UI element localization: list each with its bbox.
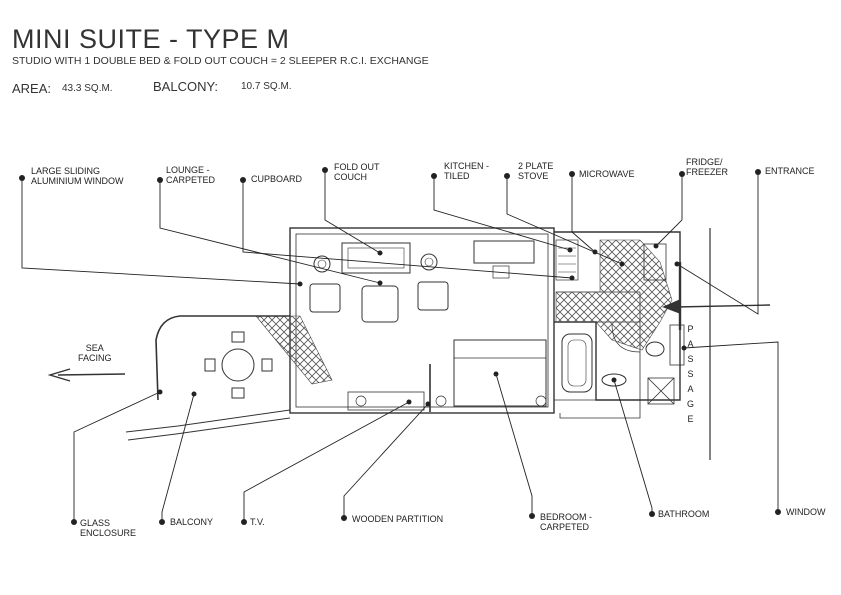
area-label: AREA: bbox=[12, 81, 52, 96]
armchair-right bbox=[417, 281, 449, 311]
toilet bbox=[645, 341, 665, 357]
label-window: WINDOW bbox=[786, 507, 826, 517]
balcony-chair-top bbox=[231, 331, 245, 343]
balcony-chair-left bbox=[204, 358, 216, 372]
suite-inner-wall bbox=[295, 233, 549, 408]
armchair-left bbox=[309, 283, 341, 313]
label-entrance: ENTRANCE bbox=[765, 166, 815, 176]
lamp-right bbox=[420, 253, 438, 271]
cupboard-shape bbox=[473, 240, 535, 264]
storage-box bbox=[647, 377, 675, 405]
balcony-chair-right bbox=[261, 358, 273, 372]
fold-out-couch-shape bbox=[341, 242, 411, 274]
balcony-chair-bottom bbox=[231, 387, 245, 399]
label-lounge: LOUNGE -CARPETED bbox=[166, 165, 216, 185]
sea-facing-arrow bbox=[57, 373, 126, 376]
leader-lines bbox=[21, 170, 779, 522]
tv-unit bbox=[347, 391, 425, 411]
label-wooden-partition: WOODEN PARTITION bbox=[352, 514, 444, 524]
lamp-left bbox=[313, 255, 331, 273]
glass-enclosure-shape bbox=[155, 315, 290, 401]
tiled-floor bbox=[255, 239, 673, 385]
entrance-arrow bbox=[675, 304, 771, 308]
label-tv: T.V. bbox=[250, 517, 265, 527]
lower-wall-strip bbox=[554, 399, 641, 419]
balcony-railing bbox=[125, 409, 291, 441]
side-window bbox=[669, 324, 685, 366]
unit-description: STUDIO WITH 1 DOUBLE BED & FOLD OUT COUC… bbox=[12, 55, 429, 67]
balcony-value: 10.7 SQ.M. bbox=[241, 81, 292, 92]
suite-outer-wall bbox=[289, 227, 555, 414]
page-title: MINI SUITE - TYPE M bbox=[12, 24, 290, 54]
coffee-table bbox=[361, 285, 399, 323]
label-balcony: BALCONY bbox=[170, 517, 214, 527]
callout-dots bbox=[19, 167, 781, 525]
balcony-label: BALCONY: bbox=[153, 79, 219, 94]
bathtub bbox=[561, 333, 593, 393]
balcony-table bbox=[221, 348, 255, 382]
label-bedroom: BEDROOM -CARPETED bbox=[540, 512, 593, 532]
stove-shape bbox=[555, 239, 579, 281]
label-bathroom: BATHROOM bbox=[658, 509, 710, 519]
washbasin bbox=[601, 373, 627, 387]
bathroom-door-swing bbox=[611, 323, 641, 353]
area-value: 43.3 SQ.M. bbox=[62, 83, 113, 94]
label-cupboard: CUPBOARD bbox=[251, 174, 303, 184]
label-kitchen: KITCHEN -TILED bbox=[444, 161, 489, 181]
double-bed bbox=[453, 339, 547, 407]
label-fridge: FRIDGE/FREEZER bbox=[686, 157, 729, 177]
label-microwave: MICROWAVE bbox=[579, 169, 635, 179]
